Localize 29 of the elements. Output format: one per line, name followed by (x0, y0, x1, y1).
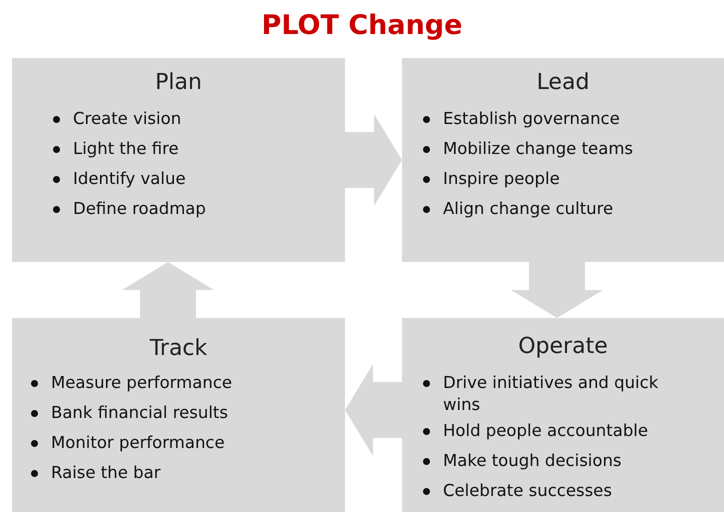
stage-panel (12, 318, 345, 512)
stage-panel (402, 318, 724, 512)
stage-heading: Track (148, 336, 208, 361)
bullet-item: Raise the bar (51, 462, 160, 484)
stage-heading: Operate (517, 334, 609, 359)
bullet-item: Bank financial results (51, 402, 228, 424)
stage-panel (402, 58, 724, 262)
bullet-item: Monitor performance (51, 432, 225, 454)
bullet-item: Hold people accountable (443, 420, 648, 442)
bullet-item: Mobilize change teams (443, 138, 633, 160)
bullet-item: Create vision (73, 108, 182, 130)
bullet-item: Drive initiatives and quick wins (443, 372, 659, 416)
bullet-item: Align change culture (443, 198, 614, 220)
bullet-item: Light the fire (73, 138, 179, 160)
bullet-item: Inspire people (443, 168, 560, 190)
stage-panel (12, 58, 345, 262)
block-arrow (345, 114, 402, 206)
bullet-item: Make tough decisions (443, 450, 622, 472)
block-arrow (511, 262, 603, 318)
stage-heading: Lead (536, 70, 590, 95)
bullet-item: Celebrate successes (443, 480, 612, 502)
block-arrow (122, 262, 214, 318)
bullet-item: Measure performance (51, 372, 232, 394)
diagram-title: PLOT Change (260, 10, 464, 41)
bullet-item: Identify value (73, 168, 186, 190)
bullet-item: Define roadmap (73, 198, 206, 220)
block-arrow (345, 364, 402, 456)
bullet-item: Establish governance (443, 108, 620, 130)
stage-heading: Plan (154, 70, 203, 95)
